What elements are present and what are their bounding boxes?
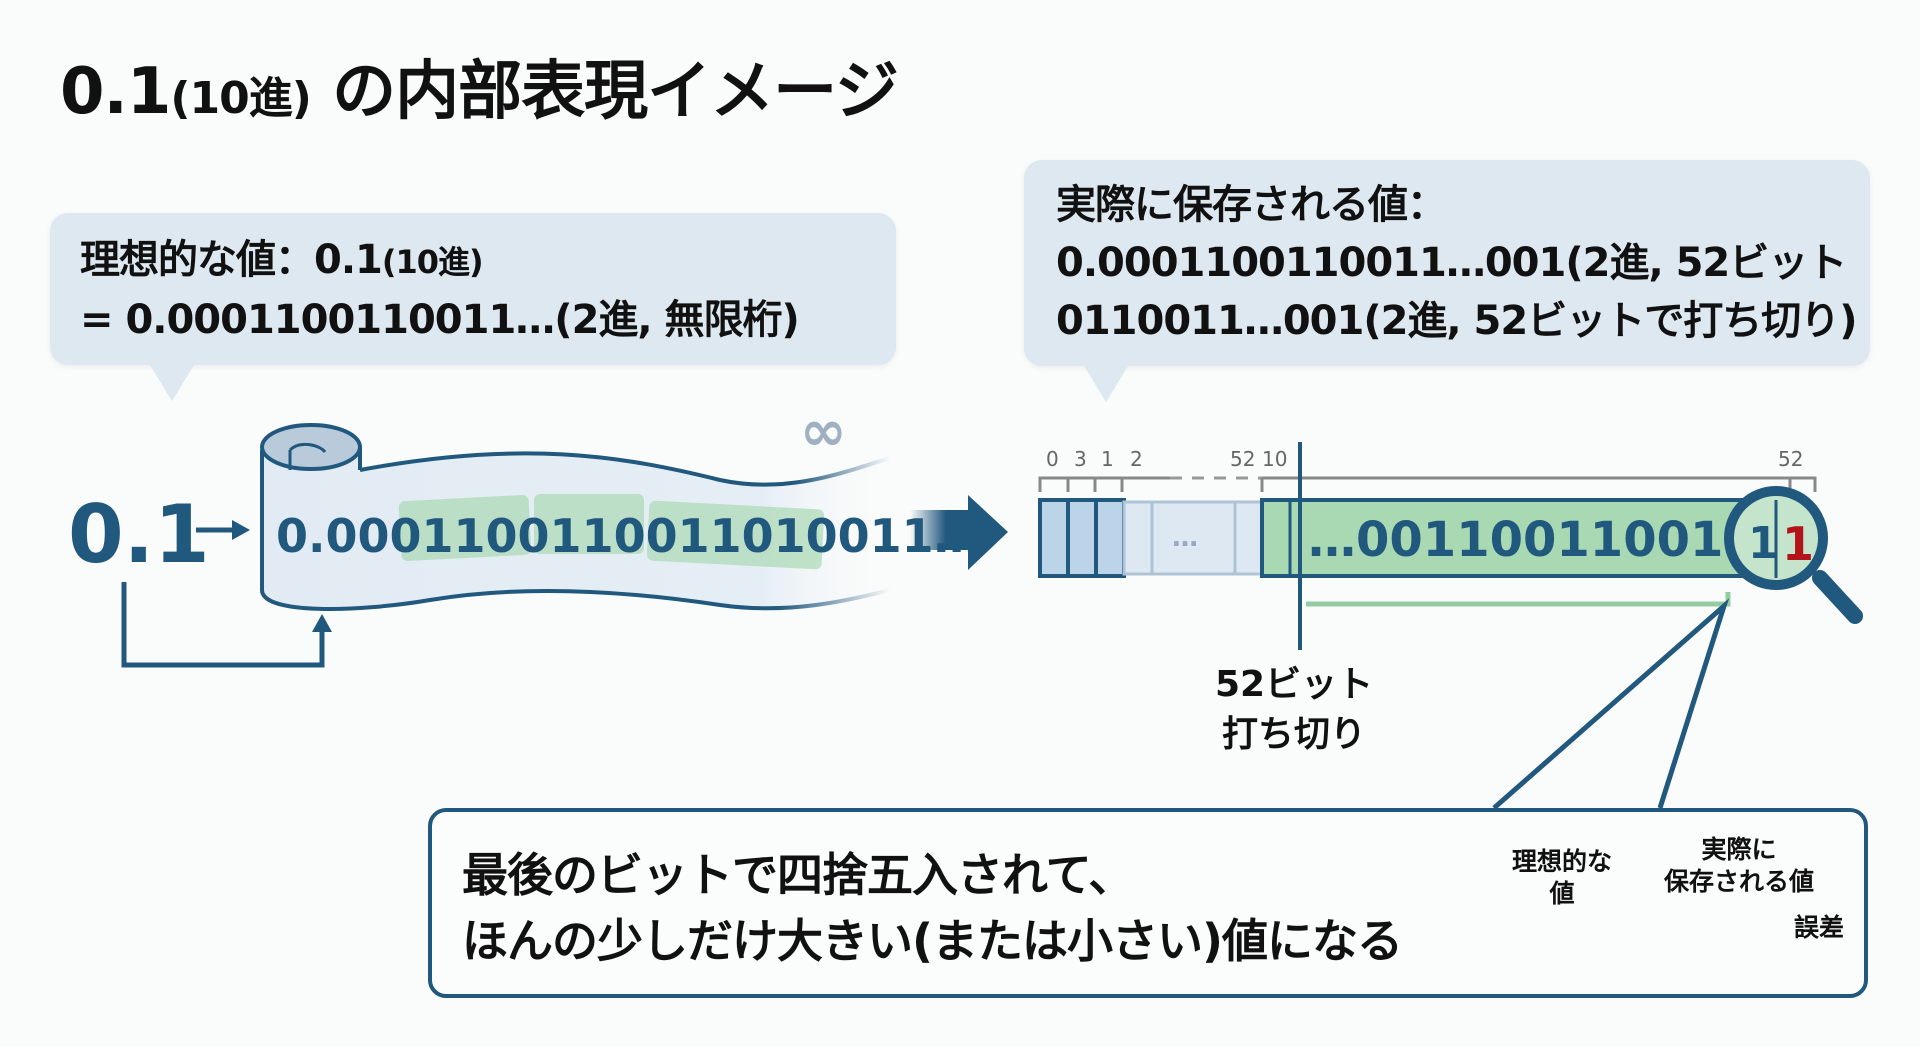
explanation-line2: ほんの少しだけ大きい(または小さい)値になる bbox=[462, 914, 1403, 968]
ideal-scale-label-line2: 値 bbox=[1549, 879, 1575, 908]
stored-value-binary-1: 0.0001100110011…001(2進, 52ビット bbox=[1056, 240, 1847, 286]
stored-scale-label-line2: 保存される値 bbox=[1664, 867, 1815, 896]
middle-ellipsis: … bbox=[1172, 523, 1198, 553]
bubble-tail bbox=[1084, 366, 1128, 402]
loop-arrow-icon bbox=[121, 582, 332, 668]
truncation-label-line1: 52ビット bbox=[1215, 664, 1374, 705]
ideal-value-label: 理想的な値：0.1 bbox=[80, 237, 383, 283]
index-label: 1 bbox=[1101, 447, 1114, 471]
ideal-value-base: (10進) bbox=[381, 243, 484, 281]
tape-group-3: 1010011 bbox=[710, 509, 934, 563]
ideal-value-binary: = 0.0001100110011…(2進, 無限桁) bbox=[80, 297, 800, 343]
title-base-note: (10進) bbox=[170, 73, 311, 124]
bubble-tail bbox=[150, 365, 194, 401]
tape-group-2: 1001 bbox=[582, 509, 710, 563]
tape-prefix: 0.000 bbox=[276, 509, 422, 563]
bit-index-ruler: 0 3 1 2 52 10 52 bbox=[1038, 447, 1817, 492]
index-label: 0 bbox=[1046, 447, 1059, 471]
index-label: 2 bbox=[1130, 447, 1143, 471]
stored-value-bubble: 実際に保存される値： 0.0001100110011…001(2進, 52ビット… bbox=[1024, 160, 1870, 402]
binary-highlight-groups bbox=[398, 494, 825, 570]
truncation-label-line2: 打ち切り bbox=[1222, 714, 1367, 755]
truncation-label: 52ビット 打ち切り bbox=[1215, 660, 1373, 760]
rounded-bit: 1 bbox=[1782, 517, 1814, 571]
title-suffix: の内部表現イメージ bbox=[310, 55, 899, 129]
explanation-text: 最後のビットで四捨五入されて、 ほんの少しだけ大きい(または小さい)値になる bbox=[462, 842, 1403, 974]
callout-connector bbox=[1492, 598, 1730, 810]
page-title: 0.1(10進) の内部表現イメージ bbox=[60, 40, 899, 132]
stored-value-text: 実際に保存される値： 0.0001100110011…001(2進, 52ビット… bbox=[1056, 176, 1857, 350]
stored-value-binary-2: 0110011…001(2進, 52ビットで打ち切り) bbox=[1056, 298, 1857, 344]
index-label-last: 52 bbox=[1778, 447, 1803, 471]
explanation-box: 最後のビットで四捨五入されて、 ほんの少しだけ大きい(または小さい)値になる bbox=[428, 808, 1868, 998]
ideal-value-text: 理想的な値：0.1(10進) = 0.0001100110011…(2進, 無限… bbox=[80, 231, 800, 349]
mantissa-bracket bbox=[1306, 592, 1731, 607]
explanation-line1: 最後のビットで四捨五入されて、 bbox=[462, 848, 1134, 902]
error-label: 誤差 bbox=[1794, 913, 1845, 942]
ideal-scale-label-line1: 理想的な bbox=[1512, 847, 1613, 876]
magnifier-icon: 1 1 bbox=[1724, 486, 1863, 624]
stored-value-scale-label: 実際に 保存される値 bbox=[1664, 834, 1814, 898]
infinity-icon: ∞ bbox=[800, 399, 847, 464]
input-number: 0.1 bbox=[68, 488, 210, 581]
index-label: 10 bbox=[1262, 447, 1287, 471]
index-label: 52 bbox=[1230, 447, 1255, 471]
transform-arrow-icon bbox=[910, 495, 1008, 570]
title-number: 0.1 bbox=[60, 55, 171, 129]
arrow-right-icon bbox=[196, 520, 250, 540]
stored-value-label: 実際に保存される値： bbox=[1056, 182, 1447, 228]
last-kept-bit: 1 bbox=[1748, 518, 1779, 569]
index-label: 3 bbox=[1074, 447, 1087, 471]
ideal-value-bubble: 理想的な値：0.1(10進) = 0.0001100110011…(2進, 無限… bbox=[50, 213, 896, 401]
stored-scale-label-line1: 実際に bbox=[1701, 835, 1777, 864]
tape-group-1: 11001 bbox=[422, 509, 582, 563]
tape-binary-text: 0.0001100110011010011… bbox=[276, 509, 980, 563]
ideal-value-scale-label: 理想的な 値 bbox=[1512, 846, 1612, 910]
